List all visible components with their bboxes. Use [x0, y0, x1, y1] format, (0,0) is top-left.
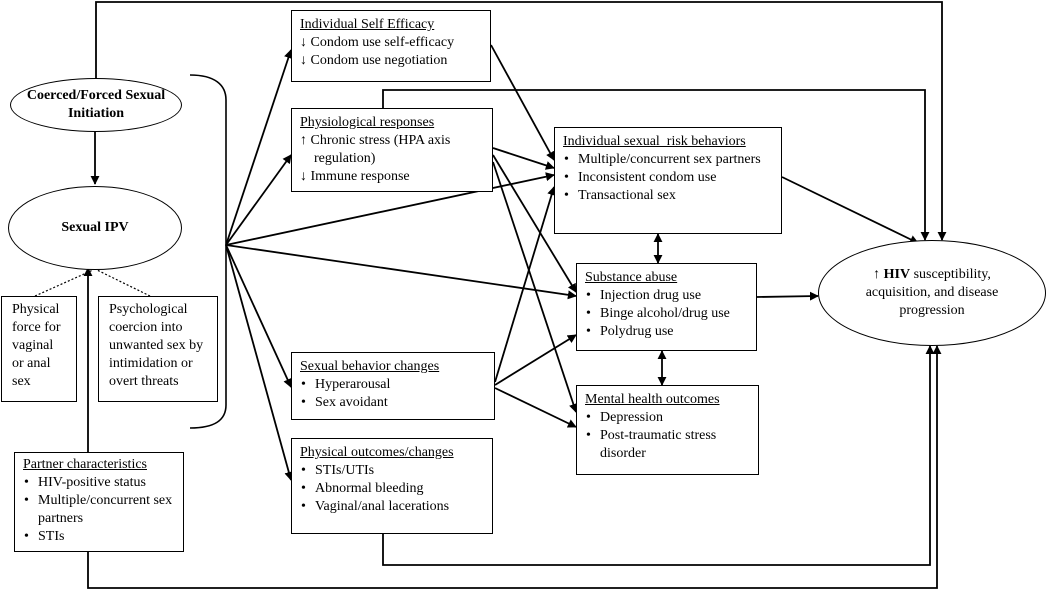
node-physical-outcomes: Physical outcomes/changes STIs/UTIs Abno… [291, 438, 493, 534]
arrow-partner-to-hiv [87, 345, 942, 589]
partner-list: HIV-positive status Multiple/concurrent … [23, 474, 175, 546]
arrow-behavior-to-mental [494, 387, 577, 428]
node-psych-coercion: Psychological coercion into unwanted sex… [98, 296, 218, 402]
sexual-behavior-item: Sex avoidant [300, 394, 486, 412]
arrow-fan-sexual-behavior [225, 244, 292, 388]
arrow-phys-to-mental [492, 161, 578, 413]
node-sexual-ipv: Sexual IPV [8, 186, 182, 270]
dotted-physical-force [34, 269, 94, 297]
hiv-arrow-glyph: ↑ [873, 267, 881, 282]
partner-item: Multiple/concurrent sex partners [23, 492, 175, 528]
node-coerced-initiation: Coerced/Forced Sexual Initiation [10, 78, 182, 132]
physical-outcomes-item: Abnormal bleeding [300, 480, 484, 498]
physical-outcomes-item: Vaginal/anal lacerations [300, 498, 484, 516]
partner-heading: Partner characteristics [23, 457, 147, 472]
arrow-fan-physiological [225, 154, 292, 246]
node-mental-health: Mental health outcomes Depression Post-t… [576, 385, 759, 475]
sexual-behavior-item: Hyperarousal [300, 376, 486, 394]
physiological-heading: Physiological responses [300, 115, 435, 130]
substance-list: Injection drug use Binge alcohol/drug us… [585, 287, 748, 341]
arrow-fan-physical [225, 244, 294, 481]
arrow-physiological-to-hiv [382, 89, 930, 241]
node-physiological-responses: Physiological responses ↑ Chronic stress… [291, 108, 493, 192]
substance-item: Binge alcohol/drug use [585, 305, 748, 323]
arrow-coerced-to-hiv [95, 1, 947, 241]
self-efficacy-heading: Individual Self Efficacy [300, 17, 435, 32]
physical-outcomes-list: STIs/UTIs Abnormal bleeding Vaginal/anal… [300, 462, 484, 516]
node-self-efficacy: Individual Self Efficacy ↓ Condom use se… [291, 10, 491, 82]
risk-item: Transactional sex [563, 187, 773, 205]
substance-item: Injection drug use [585, 287, 748, 305]
hiv-bold-term: HIV [883, 267, 911, 282]
arrow-physical-to-hiv [382, 345, 935, 566]
arrow-fan-self-efficacy [225, 49, 293, 246]
node-sexual-behavior-changes: Sexual behavior changes Hyperarousal Sex… [291, 352, 495, 420]
mental-health-heading: Mental health outcomes [585, 392, 720, 407]
physical-force-label: Physical force for vaginal or anal sex [12, 302, 61, 389]
self-efficacy-item: ↓ Condom use self-efficacy [300, 35, 455, 50]
hiv-rest: susceptibility, acquisition, and disease… [865, 267, 999, 318]
arrow-risk-to-hiv [781, 176, 919, 244]
node-physical-force: Physical force for vaginal or anal sex [1, 296, 77, 402]
substance-heading: Substance abuse [585, 270, 678, 285]
node-risk-behaviors: Individual sexual risk behaviors Multipl… [554, 127, 782, 234]
arrow-substance-to-hiv [756, 291, 819, 301]
self-efficacy-item: ↓ Condom use negotiation [300, 53, 448, 68]
physical-outcomes-item: STIs/UTIs [300, 462, 484, 480]
risk-list: Multiple/concurrent sex partners Inconsi… [563, 151, 773, 205]
coerced-label: Coerced/Forced Sexual Initiation [26, 88, 166, 121]
arrow-fan-substance [225, 244, 577, 300]
mental-health-item: Post-traumatic stress disorder [585, 427, 750, 463]
arrow-phys-to-substance [492, 154, 577, 293]
mental-health-item: Depression [585, 409, 750, 427]
risk-heading: Individual sexual risk behaviors [563, 134, 746, 149]
arrow-phys-to-risk [492, 147, 555, 170]
dotted-psych-coercion [96, 269, 151, 297]
partner-item: STIs [23, 528, 175, 546]
sexual-ipv-label: Sexual IPV [61, 220, 129, 235]
node-hiv-outcome: ↑ HIV susceptibility, acquisition, and d… [818, 240, 1046, 346]
physiological-item: ↓ Immune response [300, 169, 410, 184]
sexual-behavior-list: Hyperarousal Sex avoidant [300, 376, 486, 412]
risk-item: Multiple/concurrent sex partners [563, 151, 773, 169]
risk-item: Inconsistent condom use [563, 169, 773, 187]
node-partner-characteristics: Partner characteristics HIV-positive sta… [14, 452, 184, 552]
hiv-label: ↑ HIV susceptibility, acquisition, and d… [845, 266, 1019, 320]
node-substance-abuse: Substance abuse Injection drug use Binge… [576, 263, 757, 351]
partner-item: HIV-positive status [23, 474, 175, 492]
physiological-item: ↑ Chronic stress (HPA axis regulation) [300, 133, 451, 166]
arrow-fan-risk [225, 172, 555, 246]
arrow-behavior-to-risk [494, 186, 556, 383]
sexual-behavior-heading: Sexual behavior changes [300, 359, 440, 374]
physical-outcomes-heading: Physical outcomes/changes [300, 445, 454, 460]
arrow-behavior-to-substance [494, 334, 577, 386]
mental-health-list: Depression Post-traumatic stress disorde… [585, 409, 750, 463]
psych-coercion-label: Psychological coercion into unwanted sex… [109, 302, 204, 389]
arrow-efficacy-to-risk [490, 44, 555, 161]
grouping-brace [189, 74, 227, 429]
substance-item: Polydrug use [585, 323, 748, 341]
